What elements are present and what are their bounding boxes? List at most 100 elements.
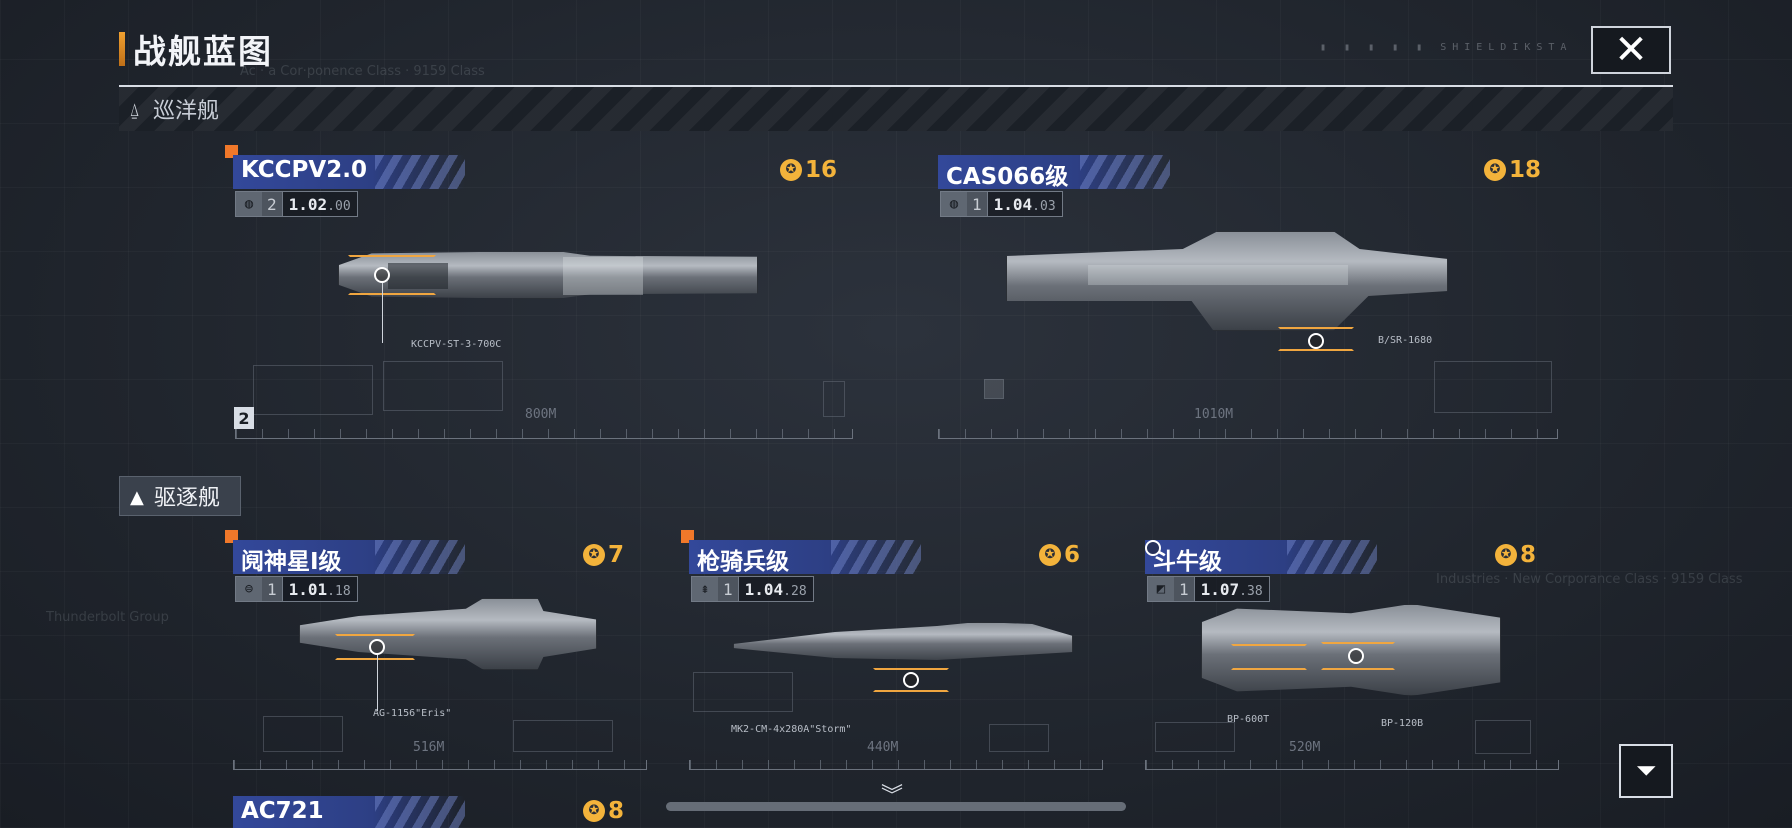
weapon-target-frame xyxy=(348,255,436,295)
blueprint-sketch xyxy=(513,720,613,752)
faction-icon: ⊜ xyxy=(236,577,262,601)
cost-emblem-icon: ✪ xyxy=(780,159,802,181)
ship-cost: ✪ 8 xyxy=(583,798,624,824)
weapon-target-frame xyxy=(1231,644,1307,670)
blueprint-sketch xyxy=(263,716,343,752)
missile-icon: ⇞ xyxy=(692,577,718,601)
card-name-bar: AC721 xyxy=(233,796,465,828)
ship-stats: ⇞ 1 1.04.28 xyxy=(691,576,814,602)
bg-text: Thunderbolt Group xyxy=(46,610,169,625)
hud-readout: ▮ ▮ ▮ ▮ ▮ SHIELDIKSTA xyxy=(1320,42,1573,53)
scrollbar[interactable] xyxy=(666,802,1126,811)
ship-name: 枪骑兵级 xyxy=(697,549,789,575)
cost-emblem-icon: ✪ xyxy=(583,800,605,822)
weapon-callout: KCCPV-ST-3-700C xyxy=(411,339,502,350)
ship-length: 440M xyxy=(867,740,899,755)
ship-card-kccpv[interactable]: KCCPV2.0 ✪ 16 ◍ 2 1.02.00 KCCPV-ST-3-700… xyxy=(225,145,853,445)
new-marker xyxy=(225,530,238,543)
ship-length: 516M xyxy=(413,740,445,755)
ship-cost: ✪ 16 xyxy=(780,157,837,183)
weapon-hardpoint[interactable] xyxy=(369,639,385,655)
ship-cost: ✪ 8 xyxy=(1495,542,1536,568)
blueprint-sketch xyxy=(1155,722,1235,752)
ship-cost: ✪ 6 xyxy=(1039,542,1080,568)
globe-icon: ◍ xyxy=(941,192,967,216)
ship-stats: ◍ 1 1.04.03 xyxy=(940,191,1063,217)
ship-stats: ◍ 2 1.02.00 xyxy=(235,191,358,217)
title-accent xyxy=(119,32,125,66)
weapon-callout: MK2-CM-4x280A"Storm" xyxy=(731,724,852,735)
card-name-bar: 斗牛级 xyxy=(1145,540,1377,575)
bg-text: Ac · a Cor·ponence Class · 9159 Class xyxy=(240,64,485,79)
blueprint-sketch xyxy=(693,672,793,712)
ship-cost: ✪ 7 xyxy=(583,542,624,568)
new-marker xyxy=(225,145,238,158)
globe-icon: ◍ xyxy=(236,192,262,216)
section-label: 驱逐舰 xyxy=(154,486,221,511)
ship-name: AC721 xyxy=(241,798,324,824)
ship-card-eris[interactable]: 阋神星I级 ✪ 7 ⊜ 1 1.01.18 AG-1156"Eris" 516M xyxy=(225,530,647,775)
ship-class-icon: ▲ xyxy=(130,487,144,508)
weapon-target-frame xyxy=(873,668,949,692)
ship-class-icon: ⍙ xyxy=(129,100,140,121)
new-marker xyxy=(681,530,694,543)
cost-emblem-icon: ✪ xyxy=(583,544,605,566)
blueprint-sketch xyxy=(984,379,1004,399)
count-badge: 2 xyxy=(234,407,254,429)
cost-emblem-icon: ✪ xyxy=(1039,544,1061,566)
ship-card-bull[interactable]: 斗牛级 ✪ 8 ◩ 1 1.07.38 BP-600T BP-120B 520M xyxy=(1145,540,1559,775)
weapon-callout: B/SR-1680 xyxy=(1378,335,1433,346)
card-name-bar: KCCPV2.0 xyxy=(233,155,465,189)
page-title-bar: 战舰蓝图 xyxy=(119,30,273,71)
card-name-bar: 枪骑兵级 xyxy=(689,540,921,575)
page-title: 战舰蓝图 xyxy=(133,32,273,71)
filter-icon: ⏷ xyxy=(1635,755,1657,786)
ship-stats: ◩ 1 1.07.38 xyxy=(1147,576,1270,602)
length-ruler xyxy=(1145,760,1559,770)
ship-name: CAS066级 xyxy=(946,164,1069,190)
blueprint-sketch xyxy=(823,381,845,417)
weapon-target-frame xyxy=(1321,642,1395,670)
close-icon: ✕ xyxy=(1614,27,1648,73)
weapon-hardpoint[interactable] xyxy=(1348,648,1364,664)
length-ruler xyxy=(233,760,647,770)
ship-name: 阋神星I级 xyxy=(241,549,342,575)
close-button[interactable]: ✕ xyxy=(1591,26,1671,74)
weapon-hardpoint[interactable] xyxy=(903,672,919,688)
ship-length: 520M xyxy=(1289,740,1321,755)
blueprint-sketch xyxy=(989,724,1049,752)
blueprint-sketch xyxy=(1475,720,1531,754)
weapon-hardpoint[interactable] xyxy=(374,267,390,283)
ship-card-cas066[interactable]: CAS066级 ✪ 18 ◍ 1 1.04.03 B/SR-1680 1010M xyxy=(938,155,1558,445)
section-header-cruiser: ⍙ 巡洋舰 xyxy=(119,85,1673,131)
faction-icon: ◩ xyxy=(1148,577,1174,601)
card-name-bar: CAS066级 xyxy=(938,155,1170,190)
ship-stats: ⊜ 1 1.01.18 xyxy=(235,576,358,602)
length-ruler xyxy=(689,760,1103,770)
section-label: 巡洋舰 xyxy=(153,99,220,124)
length-ruler xyxy=(235,429,853,439)
weapon-target-frame xyxy=(1278,327,1354,351)
ship-name: 斗牛级 xyxy=(1153,549,1222,575)
ship-cost: ✪ 18 xyxy=(1484,157,1541,183)
length-ruler xyxy=(938,429,1558,439)
weapon-hardpoint[interactable] xyxy=(1145,540,1161,556)
cost-emblem-icon: ✪ xyxy=(1495,544,1517,566)
ship-card-lancer[interactable]: 枪骑兵级 ✪ 6 ⇞ 1 1.04.28 MK2-CM-4x280A"Storm… xyxy=(681,530,1103,775)
weapon-hardpoint[interactable] xyxy=(1308,333,1324,349)
blueprint-sketch xyxy=(253,365,373,415)
ship-name: KCCPV2.0 xyxy=(241,157,367,183)
bg-text: Industries · New Corporance Class · 9159… xyxy=(1436,572,1743,587)
weapon-callout: BP-600T xyxy=(1227,714,1270,725)
section-header-destroyer[interactable]: ▲ 驱逐舰 xyxy=(119,476,241,516)
cost-emblem-icon: ✪ xyxy=(1484,159,1506,181)
filter-button[interactable]: ⏷ xyxy=(1619,744,1673,798)
weapon-callout: AG-1156"Eris" xyxy=(373,708,452,719)
ship-card-ac721[interactable]: AC721 ✪ 8 xyxy=(233,796,647,828)
ship-image xyxy=(733,622,1073,660)
weapon-callout: BP-120B xyxy=(1381,718,1424,729)
blueprint-sketch xyxy=(1434,361,1552,413)
ship-length: 1010M xyxy=(1194,407,1234,422)
weapon-target-frame xyxy=(335,634,415,660)
ship-length: 800M xyxy=(525,407,557,422)
